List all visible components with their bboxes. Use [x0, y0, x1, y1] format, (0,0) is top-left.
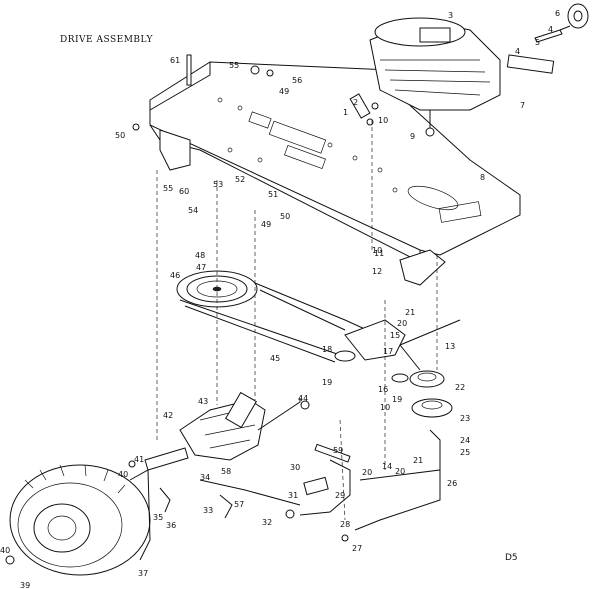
- clutch-linkage: [159, 429, 441, 542]
- callout-c58: 58: [221, 467, 231, 476]
- callout-c53: 53: [213, 180, 223, 189]
- callout-c6: 6: [555, 9, 560, 18]
- callout-c51: 51: [268, 190, 278, 199]
- callout-c31: 31: [288, 491, 298, 500]
- callout-c17: 17: [383, 347, 393, 356]
- callout-c10a: 10: [378, 116, 388, 125]
- callout-c30: 30: [290, 463, 300, 472]
- transaxle: [144, 391, 310, 471]
- callout-c26: 26: [447, 479, 457, 488]
- page-code: D5: [505, 553, 518, 563]
- callout-c25: 25: [460, 448, 470, 457]
- callout-c39: 39: [20, 581, 30, 589]
- callout-c20c: 20: [395, 467, 405, 476]
- idler-pulleys: [334, 350, 453, 418]
- callout-c18: 18: [322, 345, 332, 354]
- diagram-title: DRIVE ASSEMBLY: [60, 35, 153, 45]
- callout-c46: 46: [170, 271, 180, 280]
- callout-c50a: 50: [115, 131, 125, 140]
- callout-c35: 35: [153, 513, 163, 522]
- callout-c41: 41: [134, 455, 144, 464]
- callout-c14: 14: [382, 462, 392, 471]
- callout-c52: 52: [235, 175, 245, 184]
- callout-c57: 57: [234, 500, 244, 509]
- callout-c59: 59: [333, 446, 343, 455]
- callout-c10b: 10: [372, 246, 382, 255]
- callout-c55b: 55: [163, 184, 173, 193]
- callout-c13: 13: [445, 342, 455, 351]
- callout-c43: 43: [198, 397, 208, 406]
- callout-c3: 3: [448, 11, 453, 20]
- callout-c34: 34: [200, 473, 210, 482]
- callout-c19a: 19: [322, 378, 332, 387]
- engine: [369, 17, 501, 137]
- callout-c4b: 4: [548, 25, 553, 34]
- callout-c15: 15: [390, 331, 400, 340]
- callout-c12: 12: [372, 267, 382, 276]
- callout-c8: 8: [480, 173, 485, 182]
- callout-c49a: 49: [279, 87, 289, 96]
- callout-c20a: 20: [397, 319, 407, 328]
- callout-c54: 54: [188, 206, 198, 215]
- callout-c40a: 40: [118, 470, 128, 479]
- callout-c55a: 55: [229, 61, 239, 70]
- callout-c56: 56: [292, 76, 302, 85]
- idler-bracket: [344, 319, 461, 361]
- callout-c1: 1: [343, 108, 348, 117]
- callout-c2: 2: [353, 98, 358, 107]
- callout-c21a: 21: [405, 308, 415, 317]
- callout-c22: 22: [455, 383, 465, 392]
- callout-c21b: 21: [413, 456, 423, 465]
- top-hardware: [132, 54, 379, 131]
- assembly-lines: [156, 120, 438, 521]
- rear-tire: [5, 460, 151, 576]
- callout-c32: 32: [262, 518, 272, 527]
- callout-c23: 23: [460, 414, 470, 423]
- callout-c50b: 50: [280, 212, 290, 221]
- callout-c61: 61: [170, 56, 180, 65]
- callout-c36: 36: [166, 521, 176, 530]
- callout-c29: 29: [335, 491, 345, 500]
- drive-shaft: [506, 29, 563, 74]
- callout-c40b: 40: [0, 546, 10, 555]
- callout-c19b: 19: [392, 395, 402, 404]
- callout-c60: 60: [179, 187, 189, 196]
- callout-c24: 24: [460, 436, 470, 445]
- callout-c47: 47: [196, 263, 206, 272]
- callout-c16: 16: [378, 385, 388, 394]
- callout-c37: 37: [138, 569, 148, 578]
- chassis-frame: [149, 61, 521, 286]
- callout-c42: 42: [163, 411, 173, 420]
- callout-c4a: 4: [515, 47, 520, 56]
- callout-c7: 7: [520, 101, 525, 110]
- callout-c49b: 49: [261, 220, 271, 229]
- engine-pulley: [559, 3, 589, 31]
- callout-c11: 11: [374, 249, 384, 258]
- callout-c33: 33: [203, 506, 213, 515]
- callout-c20b: 20: [362, 468, 372, 477]
- callout-c27: 27: [352, 544, 362, 553]
- callout-labels: 1234456789101010111213141516171819192020…: [0, 9, 560, 589]
- callout-c5: 5: [535, 38, 540, 47]
- callout-c28: 28: [340, 520, 350, 529]
- callout-c9: 9: [410, 132, 415, 141]
- callout-c10c: 10: [380, 403, 390, 412]
- callout-c48: 48: [195, 251, 205, 260]
- callout-c45: 45: [270, 354, 280, 363]
- callout-c44: 44: [298, 394, 308, 403]
